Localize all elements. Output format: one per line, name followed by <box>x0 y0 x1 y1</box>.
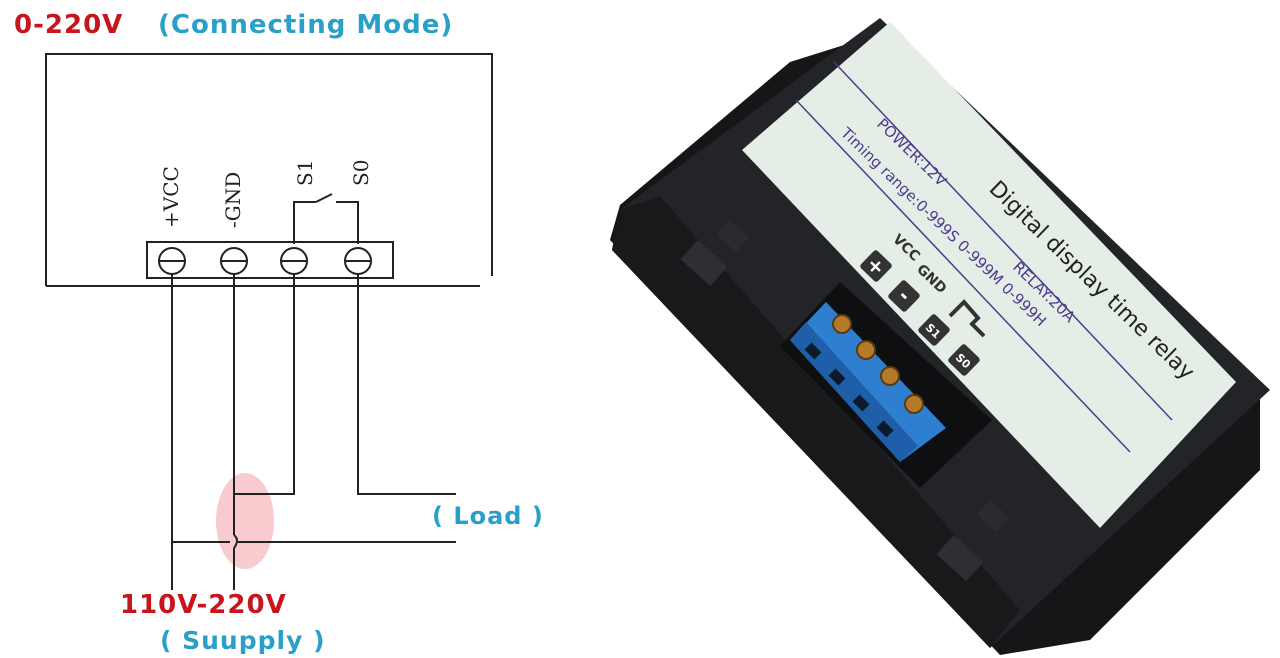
crossing-highlight <box>216 473 274 569</box>
screw-s1 <box>280 247 308 275</box>
screw-s0 <box>344 247 372 275</box>
blue-terminal-block <box>790 302 946 462</box>
terminal-block <box>146 241 394 279</box>
load-label: ( Load ) <box>432 502 544 530</box>
switch-symbol <box>293 193 359 244</box>
supply-label: ( Suupply ) <box>160 626 326 655</box>
screw-vcc <box>158 247 186 275</box>
label-sticker <box>742 22 1236 528</box>
voltage-range-title: 0-220V <box>14 10 124 40</box>
s0-icon: S0 <box>948 344 980 376</box>
terminal-label-s1: S1 <box>293 160 317 186</box>
terminal-label-gnd: -GND <box>221 172 245 228</box>
s1-icon: S1 <box>918 314 950 346</box>
terminal-label-vcc: +VCC <box>159 166 183 228</box>
wiring-diagram: +VCC -GND S1 S0 <box>45 53 493 590</box>
module-outline <box>45 53 493 286</box>
terminal-screws <box>832 314 924 414</box>
connecting-mode-title: (Connecting Mode) <box>158 10 454 40</box>
switch-icon <box>948 299 986 338</box>
supply-voltage-label: 110V-220V <box>120 590 287 620</box>
gnd-minus-icon: - <box>888 280 920 312</box>
screw-gnd <box>220 247 248 275</box>
wires <box>171 274 456 590</box>
terminal-label-s0: S0 <box>349 160 373 186</box>
relay-module-photo: Digital display time relay POWER:12V REL… <box>610 18 1270 655</box>
